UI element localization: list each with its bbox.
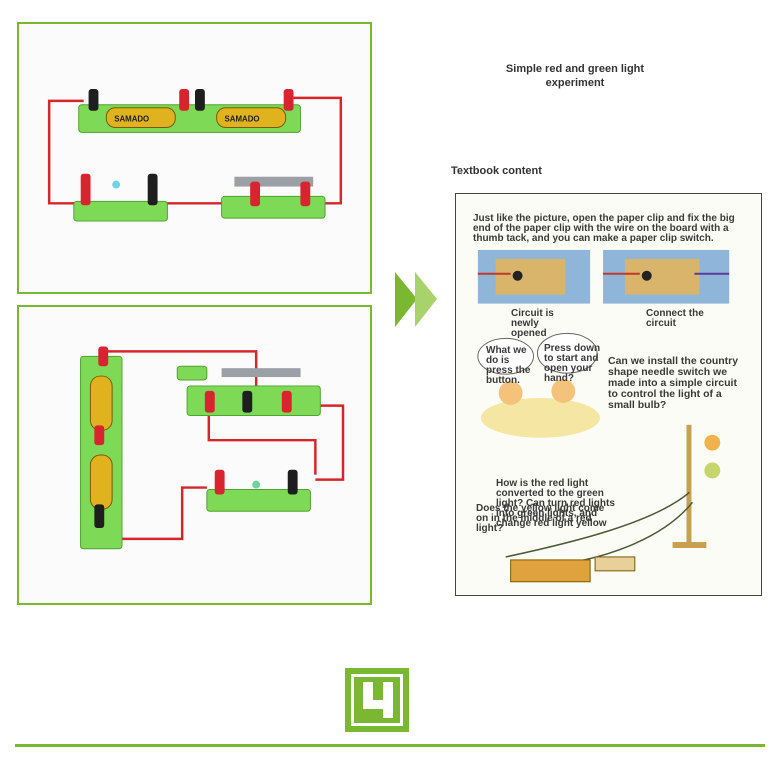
thumb-tack bbox=[641, 270, 652, 281]
wire bbox=[207, 405, 317, 475]
battery bbox=[89, 375, 113, 431]
traffic-light-green bbox=[704, 462, 721, 479]
switch-board bbox=[594, 556, 636, 572]
battery bbox=[216, 107, 287, 128]
battery bbox=[89, 454, 113, 510]
terminal-red bbox=[214, 469, 225, 495]
bubble-text-left: What we do is press the button. bbox=[486, 345, 531, 386]
textbook-illustration bbox=[477, 249, 730, 583]
digit-four-icon bbox=[363, 682, 393, 718]
circuit-photo-bottom bbox=[17, 305, 372, 605]
terminal-black bbox=[287, 469, 298, 495]
terminal-red bbox=[98, 346, 109, 367]
chevron-right-icon bbox=[395, 272, 437, 327]
wire bbox=[106, 486, 207, 541]
traffic-light-yellow bbox=[704, 434, 721, 451]
traffic-light-pole bbox=[686, 424, 692, 545]
wood-board bbox=[624, 258, 700, 295]
caption-circuit-opened: Circuit is newly opened bbox=[511, 308, 554, 339]
caption-red-green: How is the red light converted to the gr… bbox=[496, 478, 615, 529]
circuit-illustration-top: SAMADO SAMADO bbox=[47, 89, 343, 222]
thumb-tack bbox=[512, 270, 523, 281]
textbook-intro: Just like the picture, open the paper cl… bbox=[473, 213, 735, 244]
led-bulb bbox=[252, 480, 261, 489]
textbook-question: Can we install the country shape needle … bbox=[608, 355, 739, 411]
child-face bbox=[551, 379, 576, 403]
led-board bbox=[206, 489, 311, 512]
textbook-label: Textbook content bbox=[451, 165, 542, 177]
switch-handle bbox=[176, 365, 208, 381]
child-face bbox=[498, 381, 523, 405]
led-bulb bbox=[112, 180, 121, 189]
terminal-red bbox=[250, 181, 261, 207]
battery bbox=[105, 107, 176, 128]
textbook-page: Just like the picture, open the paper cl… bbox=[455, 193, 762, 596]
experiment-title: Simple red and green light experiment bbox=[505, 63, 645, 89]
switch-board bbox=[221, 195, 326, 219]
led-board bbox=[73, 200, 168, 222]
terminal-red bbox=[283, 89, 294, 111]
table bbox=[480, 397, 601, 438]
terminal-black bbox=[147, 173, 158, 206]
wire bbox=[293, 96, 343, 205]
circuit-illustration-bottom bbox=[80, 346, 345, 550]
circuit-photo-top: SAMADO SAMADO bbox=[17, 22, 372, 294]
terminal-black bbox=[194, 89, 205, 111]
caption-connect-circuit: Connect the circuit bbox=[646, 308, 704, 329]
terminal-red bbox=[179, 89, 190, 111]
paper-clip-switch bbox=[234, 176, 314, 187]
bubble-text-right: Press down to start and open your hand? bbox=[544, 343, 601, 384]
caption-red-middle: Does the yellow light come on in the mid… bbox=[476, 503, 605, 534]
terminal-red bbox=[281, 390, 292, 413]
terminal-black bbox=[94, 504, 105, 529]
terminal-red bbox=[94, 425, 105, 446]
speech-bubble bbox=[536, 332, 598, 374]
terminal-red bbox=[80, 173, 91, 206]
battery-label: SAMADO bbox=[225, 115, 260, 124]
footer-divider bbox=[15, 744, 765, 747]
wood-board bbox=[495, 258, 566, 295]
speech-bubble bbox=[477, 337, 534, 375]
step-number-logo bbox=[345, 668, 409, 732]
terminal-black bbox=[88, 89, 99, 111]
terminal-red bbox=[204, 390, 215, 413]
paper-clip-switch bbox=[221, 368, 301, 378]
terminal-black bbox=[242, 390, 253, 413]
terminal-red bbox=[300, 181, 311, 207]
switch-board bbox=[510, 559, 591, 583]
wire bbox=[305, 404, 345, 481]
battery-label: SAMADO bbox=[114, 115, 149, 124]
